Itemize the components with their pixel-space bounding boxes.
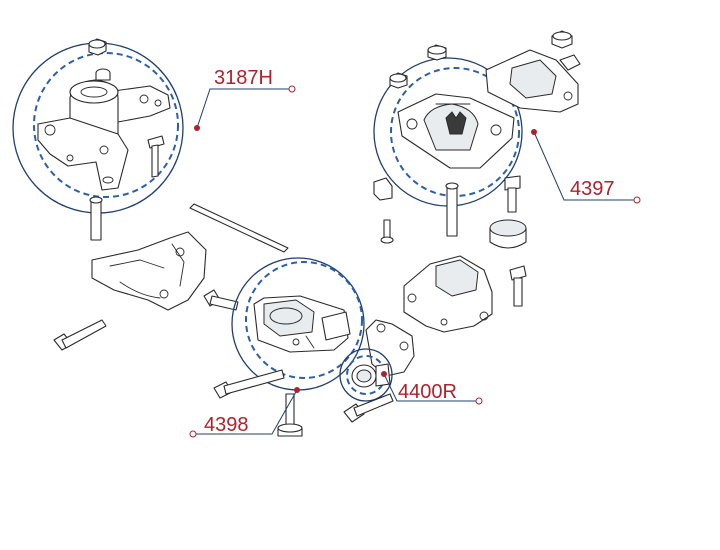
callout-label-3187h[interactable]: 3187H <box>214 67 273 89</box>
leader-end-4400r <box>475 397 483 405</box>
leader-line-4400r <box>383 373 476 402</box>
callout-label-4398[interactable]: 4398 <box>204 414 249 436</box>
leader-dot-4400r <box>381 371 387 377</box>
leader-dot-4397 <box>531 129 537 135</box>
subframe-bracket <box>91 231 207 311</box>
leader-4397 <box>531 129 641 204</box>
rear-bracket <box>403 255 493 333</box>
nut <box>373 177 393 201</box>
callout-label-4397[interactable]: 4397 <box>570 178 615 200</box>
stud-bolt <box>446 185 458 237</box>
leader-dot-4398 <box>294 387 300 393</box>
long-bolt <box>189 203 289 253</box>
callout-ring-dashed-3187h <box>33 52 179 198</box>
bolt <box>285 393 295 429</box>
leader-dot-3187h <box>194 125 200 131</box>
leader-line-3187h <box>196 88 220 129</box>
callout-label-4400r[interactable]: 4400R <box>398 381 457 403</box>
leader-line-4398 <box>196 389 298 435</box>
leader-end-4397 <box>633 196 641 204</box>
leader-3187h <box>194 85 296 131</box>
leader-end-3187h <box>288 85 296 93</box>
engine-mount-part-4398[interactable] <box>231 257 365 391</box>
callout-ring-dashed-4398 <box>245 261 363 379</box>
leader-4398 <box>189 387 300 438</box>
stud-bolt <box>90 199 102 241</box>
leader-end-4398 <box>189 430 197 438</box>
transmission-mount-part-4397[interactable] <box>373 30 581 207</box>
leader-line-4397 <box>533 131 634 201</box>
rubber-bushing <box>489 219 527 249</box>
engine-mount-part-3187h[interactable] <box>12 38 184 214</box>
torque-rod <box>365 319 415 377</box>
callout-ring-4400r <box>339 348 393 402</box>
leader-4400r <box>381 371 483 405</box>
